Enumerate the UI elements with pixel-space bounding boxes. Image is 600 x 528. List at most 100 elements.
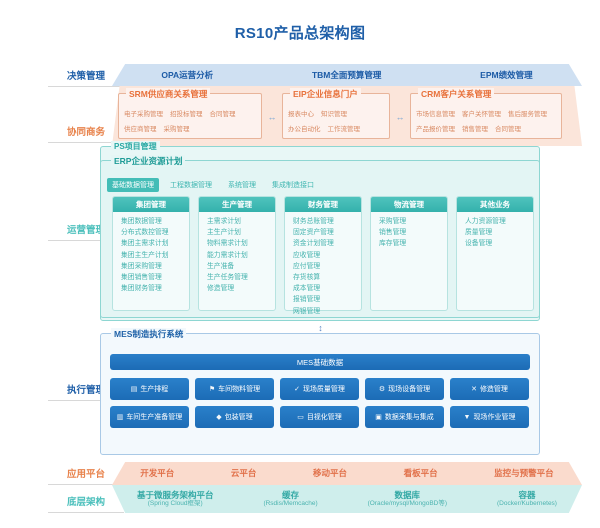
erp-item[interactable]: 集团销售管理 — [121, 274, 162, 282]
crm-item[interactable]: 产品报价管理 — [416, 126, 455, 133]
app-platform-item-dashboard[interactable]: 看板平台 — [403, 468, 438, 479]
erp-item[interactable]: 集团数据管理 — [121, 218, 162, 225]
erp-tab-basic-data[interactable]: 基础数据管理 — [107, 178, 159, 192]
erp-column-head: 财务管理 — [285, 197, 361, 212]
mes-button-packaging[interactable]: ◆ 包装管理 — [195, 406, 274, 428]
monitor-icon: ▭ — [297, 413, 304, 421]
mes-button-grid: ▤ 生产排程 ⚑ 车间物料管理 ✓ 现场质量管理 ⚙ 现场设备管理 ✕ 修造管理… — [110, 378, 530, 428]
erp-column-group[interactable]: 集团管理 集团数据管理 分布式数控管理 集团主需求计划 集团主生产计划 集团采购… — [112, 196, 190, 311]
mes-button-label: 目视化管理 — [306, 414, 342, 421]
erp-item[interactable]: 应收管理 — [293, 251, 321, 259]
mes-button-production-scheduling[interactable]: ▤ 生产排程 — [110, 378, 189, 400]
eip-item[interactable]: 办公自动化 — [288, 126, 321, 133]
erp-item[interactable]: 财务总账管理 — [293, 218, 334, 225]
mes-button-workshop-material[interactable]: ⚑ 车间物料管理 — [195, 378, 274, 400]
app-platform-item-dev[interactable]: 开发平台 — [140, 468, 175, 479]
erp-item[interactable]: 集团主生产计划 — [121, 251, 169, 259]
app-platform-band: 开发平台 云平台 移动平台 看板平台 监控与预警平台 — [112, 462, 582, 485]
mes-title: MES制造执行系统 — [111, 328, 187, 340]
erp-column-finance[interactable]: 财务管理 财务总账管理 固定资产管理 资金计划管理 应收管理 应付管理 存货核算… — [284, 196, 362, 315]
mes-button-onsite-operation[interactable]: ▼ 现场作业管理 — [450, 406, 529, 428]
mes-button-workshop-preparation[interactable]: ▥ 车间生产准备管理 — [110, 406, 189, 428]
erp-item[interactable]: 生产任务管理 — [207, 274, 248, 282]
erp-item[interactable]: 人力资源管理 — [465, 218, 506, 225]
erp-item[interactable]: 存货核算 — [293, 274, 321, 282]
calendar-icon: ▤ — [130, 385, 138, 393]
page-title: RS10产品总架构图 — [234, 25, 366, 42]
eip-item[interactable]: 工作流管理 — [327, 126, 361, 133]
erp-item[interactable]: 物料需求计划 — [207, 240, 248, 248]
srm-title: SRM供应商关系管理 — [126, 88, 211, 100]
infra-item-database[interactable]: 数据库 (Oracle/mysql/MongoBD等) — [368, 490, 447, 509]
erp-tab-engineering[interactable]: 工程数据管理 — [170, 182, 212, 189]
mes-base-data-bar[interactable]: MES基础数据 — [110, 354, 530, 370]
crm-box[interactable]: CRM客户关系管理 市场信息管理 客户关怀管理 售后服务管理 产品报价管理 销售… — [410, 88, 562, 139]
srm-item[interactable]: 电子采购管理 — [124, 111, 163, 118]
erp-mes-connector-icon: ↕ — [318, 323, 323, 333]
srm-item[interactable]: 合同管理 — [209, 111, 236, 118]
erp-item[interactable]: 固定资产管理 — [293, 229, 334, 237]
erp-item[interactable]: 主生产计划 — [207, 229, 241, 237]
erp-item[interactable]: 采购管理 — [379, 218, 407, 225]
eip-box[interactable]: EIP企业信息门户 报表中心 知识管理 办公自动化 工作流管理 — [282, 88, 390, 139]
equipment-icon: ⚙ — [378, 385, 386, 393]
erp-item[interactable]: 分布式数控管理 — [121, 229, 169, 237]
erp-tab-system[interactable]: 系统管理 — [228, 182, 256, 189]
decision-item-tbm[interactable]: TBM全面预算管理 — [311, 69, 382, 80]
srm-item[interactable]: 供应商管理 — [124, 126, 157, 133]
erp-item[interactable]: 报销管理 — [293, 296, 321, 304]
erp-item[interactable]: 库存管理 — [379, 240, 407, 248]
tools-icon: ✕ — [471, 385, 477, 393]
mes-button-label: 数据采集与集成 — [384, 414, 434, 421]
infra-sublabel: (Spring Cloud框架) — [147, 500, 203, 508]
erp-item[interactable]: 资金计划管理 — [293, 240, 334, 248]
app-platform-item-mobile[interactable]: 移动平台 — [312, 468, 347, 479]
erp-item[interactable]: 主需求计划 — [207, 218, 241, 225]
mes-button-onsite-equipment[interactable]: ⚙ 现场设备管理 — [365, 378, 444, 400]
decision-item-opa[interactable]: OPA运营分析 — [161, 69, 214, 80]
erp-item[interactable]: 集团采购管理 — [121, 262, 162, 270]
crm-item[interactable]: 销售管理 — [462, 126, 488, 133]
crm-item[interactable]: 售后服务管理 — [508, 111, 547, 118]
erp-item[interactable]: 设备管理 — [465, 240, 493, 248]
eip-item[interactable]: 报表中心 — [288, 111, 314, 118]
mes-button-onsite-quality[interactable]: ✓ 现场质量管理 — [280, 378, 359, 400]
decision-item-epm[interactable]: EPM绩效管理 — [480, 69, 533, 80]
mes-button-visualization[interactable]: ▭ 目视化管理 — [280, 406, 359, 428]
erp-item[interactable]: 成本管理 — [293, 285, 321, 293]
erp-item[interactable]: 集团主需求计划 — [121, 240, 169, 248]
srm-item[interactable]: 采购管理 — [163, 126, 190, 133]
erp-item[interactable]: 生产准备 — [207, 262, 235, 270]
srm-item[interactable]: 招投标管理 — [170, 111, 203, 118]
erp-item[interactable]: 修造管理 — [207, 285, 235, 293]
eip-crm-arrow-icon: ↔ — [395, 111, 405, 122]
infra-item-container[interactable]: 容器 (Docker/Kubernetes) — [497, 490, 557, 509]
crm-item[interactable]: 合同管理 — [495, 126, 521, 133]
crm-item[interactable]: 市场信息管理 — [416, 111, 455, 118]
erp-column-other[interactable]: 其他业务 人力资源管理 质量管理 设备管理 — [456, 196, 534, 311]
erp-column-logistics[interactable]: 物流管理 采购管理 销售管理 库存管理 — [370, 196, 448, 311]
mes-button-data-collection[interactable]: ▣ 数据采集与集成 — [365, 406, 444, 428]
infra-item-microservice[interactable]: 基于微服务架构平台 (Spring Cloud框架) — [137, 490, 214, 509]
app-platform-item-cloud[interactable]: 云平台 — [230, 468, 257, 479]
erp-item[interactable]: 销售管理 — [379, 229, 407, 237]
erp-item[interactable]: 网银管理 — [293, 307, 321, 315]
erp-item[interactable]: 能力需求计划 — [207, 251, 248, 259]
app-platform-item-monitoring[interactable]: 监控与预警平台 — [494, 468, 554, 479]
erp-title: ERP企业资源计划 — [111, 155, 186, 167]
srm-box[interactable]: SRM供应商关系管理 电子采购管理 招投标管理 合同管理 供应商管理 采购管理 — [118, 88, 262, 139]
eip-item[interactable]: 知识管理 — [321, 111, 347, 118]
erp-column-production[interactable]: 生产管理 主需求计划 主生产计划 物料需求计划 能力需求计划 生产准备 生产任务… — [198, 196, 276, 311]
erp-item[interactable]: 质量管理 — [465, 229, 493, 237]
erp-tab-integration[interactable]: 集成制造接口 — [272, 182, 314, 189]
infra-item-cache[interactable]: 缓存 (Rsdis/Memcache) — [263, 490, 317, 509]
worker-icon: ▼ — [463, 413, 471, 421]
crm-item[interactable]: 客户关怀管理 — [462, 111, 501, 118]
mes-button-label: 车间物料管理 — [218, 386, 261, 393]
mes-button-label: 包装管理 — [224, 414, 253, 421]
erp-item[interactable]: 应付管理 — [293, 262, 321, 270]
mes-button-repair[interactable]: ✕ 修造管理 — [450, 378, 529, 400]
mes-button-label: 现场作业管理 — [473, 414, 516, 421]
package-icon: ◆ — [216, 413, 222, 421]
erp-item[interactable]: 集团财务管理 — [121, 285, 162, 293]
